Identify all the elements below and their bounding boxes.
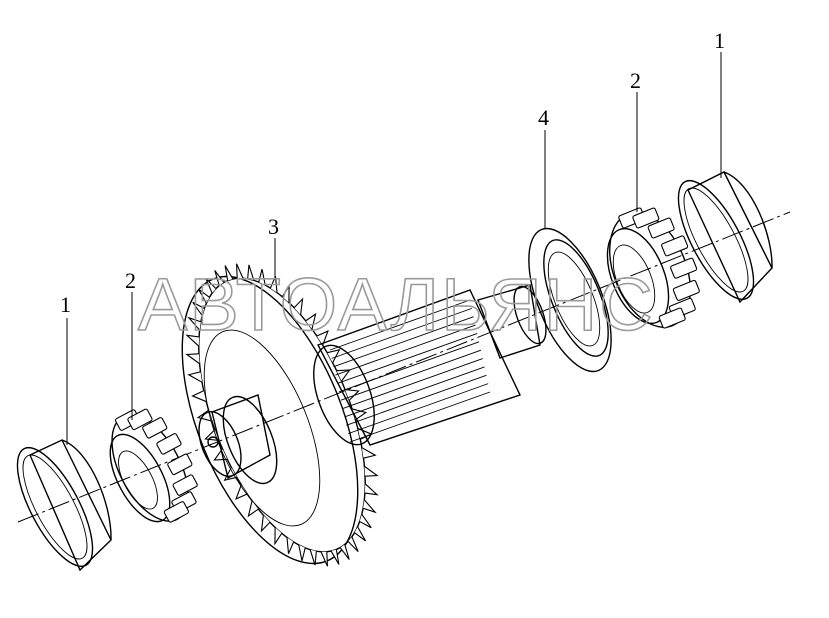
gear-tooth bbox=[339, 544, 350, 560]
gear-tooth bbox=[258, 268, 266, 286]
bearing-roller bbox=[670, 257, 698, 279]
pinion-tooth bbox=[338, 341, 480, 393]
gear-tooth bbox=[361, 447, 377, 459]
gear-tooth bbox=[235, 484, 248, 500]
pinion-tooth bbox=[346, 374, 487, 426]
roller-bearing-right bbox=[606, 207, 700, 329]
bearing-roller bbox=[632, 207, 660, 229]
bearing-cup-left bbox=[16, 439, 112, 572]
gear-tooth bbox=[309, 549, 317, 566]
bearing-cup-right bbox=[677, 171, 773, 304]
bearing-roller bbox=[142, 417, 168, 439]
pinion-tooth bbox=[349, 391, 491, 443]
gear-tooth bbox=[205, 278, 217, 294]
callout-1-left: 1 bbox=[60, 292, 71, 317]
pinion-tooth bbox=[342, 358, 483, 409]
gear-tooth bbox=[362, 499, 377, 514]
gear-tooth bbox=[293, 297, 304, 315]
bearing-roller bbox=[163, 501, 190, 523]
gear-tooth bbox=[185, 334, 200, 347]
gear-tooth bbox=[191, 390, 207, 403]
callout-1-right: 1 bbox=[714, 28, 725, 53]
bearing-roller bbox=[661, 235, 689, 257]
gear-tooth bbox=[224, 265, 234, 281]
pinion-tooth bbox=[348, 383, 489, 435]
gear-tooth bbox=[214, 270, 225, 286]
bearing-roller bbox=[156, 433, 182, 455]
gear-tooth bbox=[305, 312, 317, 330]
pinion-tooth bbox=[337, 333, 478, 384]
gear-tooth bbox=[320, 551, 329, 567]
gear-tooth bbox=[185, 353, 200, 365]
watermark-text: АВТОАЛЬЯНС bbox=[138, 263, 655, 346]
gear-tooth bbox=[197, 288, 210, 304]
gear-tooth bbox=[286, 537, 295, 554]
bearing-roller bbox=[672, 279, 700, 301]
gear-tooth bbox=[354, 526, 367, 542]
roller-bearing-left bbox=[109, 408, 198, 523]
pinion-tooth bbox=[329, 299, 471, 351]
leader-lines bbox=[66, 52, 722, 445]
gear-tooth bbox=[247, 500, 259, 518]
gear-tooth bbox=[327, 349, 341, 363]
center-axis-line bbox=[17, 211, 791, 523]
gear-tooth bbox=[247, 264, 255, 281]
bearing-roller bbox=[127, 408, 153, 431]
gear-tooth bbox=[298, 544, 306, 562]
bearing-roller bbox=[172, 474, 198, 496]
bearing-roller bbox=[647, 217, 675, 239]
gear-tooth bbox=[316, 330, 329, 346]
callout-3: 3 bbox=[268, 214, 279, 239]
gear-tooth bbox=[330, 549, 340, 565]
gear-shaft-assembly bbox=[181, 263, 547, 567]
pinion-tooth bbox=[340, 349, 482, 401]
pinion-tooth bbox=[331, 307, 472, 359]
pinion-tooth bbox=[333, 316, 474, 368]
gear-tooth bbox=[187, 371, 203, 383]
gear-tooth bbox=[274, 527, 283, 546]
callout-2-right: 2 bbox=[630, 68, 641, 93]
gear-tooth bbox=[260, 515, 271, 533]
gear-tooth bbox=[235, 263, 244, 279]
callout-2-left: 2 bbox=[125, 268, 136, 293]
gear-tooth bbox=[364, 483, 379, 496]
gear-tooth bbox=[347, 536, 359, 552]
gear-tooth bbox=[359, 514, 372, 529]
gear-tooth bbox=[192, 301, 205, 316]
spacer-washer bbox=[528, 227, 612, 373]
callout-4: 4 bbox=[538, 105, 549, 130]
bearing-roller bbox=[658, 307, 686, 329]
bearing-roller bbox=[167, 453, 193, 476]
pinion-tooth bbox=[335, 324, 476, 376]
pinion-tooth bbox=[344, 366, 485, 418]
gear-tooth bbox=[187, 316, 202, 331]
gear-tooth bbox=[281, 284, 290, 303]
gear-tooth bbox=[364, 465, 379, 477]
